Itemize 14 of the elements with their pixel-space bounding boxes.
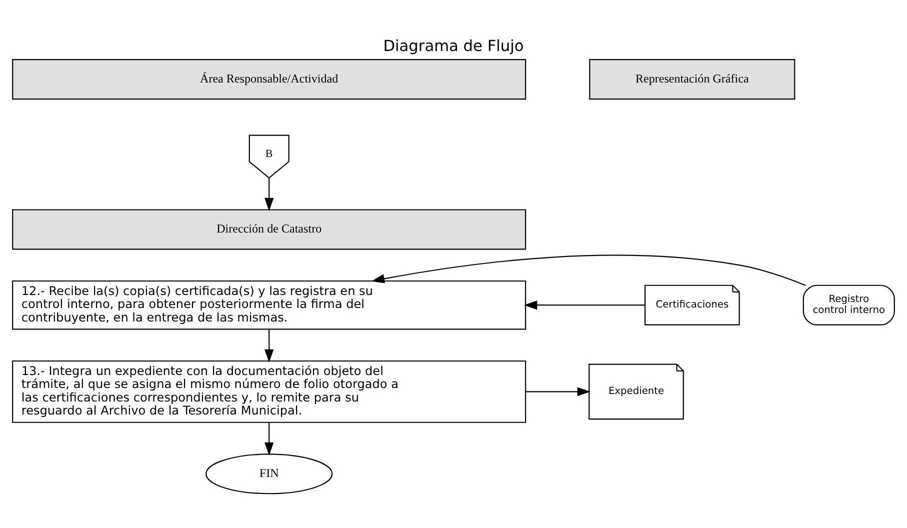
diagram-title: Diagrama de Flujo	[383, 37, 524, 56]
arrow	[264, 329, 274, 363]
arrow	[524, 300, 645, 310]
node-box: 12.- Recibe la(s) copia(s) certificada(s) y las registra en su control interno, para obtener posteriormente la firma del contribuyente, en la entrega de las mismas.	[12, 280, 526, 330]
node-box: Registro control interno	[802, 284, 895, 326]
node-box: Área Responsable/Actividad	[12, 59, 526, 100]
arrow	[371, 254, 806, 286]
arrow	[264, 422, 274, 456]
arrow	[264, 178, 274, 212]
node-ellipse: FIN	[206, 454, 333, 494]
node-box: Representación Gráfica	[589, 59, 796, 100]
node-box: 13.- Integra un expediente con la documentación objeto del trámite, al que se asigna el mismo número de folio otorgado a las certificaciones correspondientes y, lo remite para su resguardo al Archivo de la Tesorería Municipal.	[12, 360, 526, 423]
arrow	[526, 387, 590, 396]
node-box: Dirección de Catastro	[12, 209, 526, 250]
